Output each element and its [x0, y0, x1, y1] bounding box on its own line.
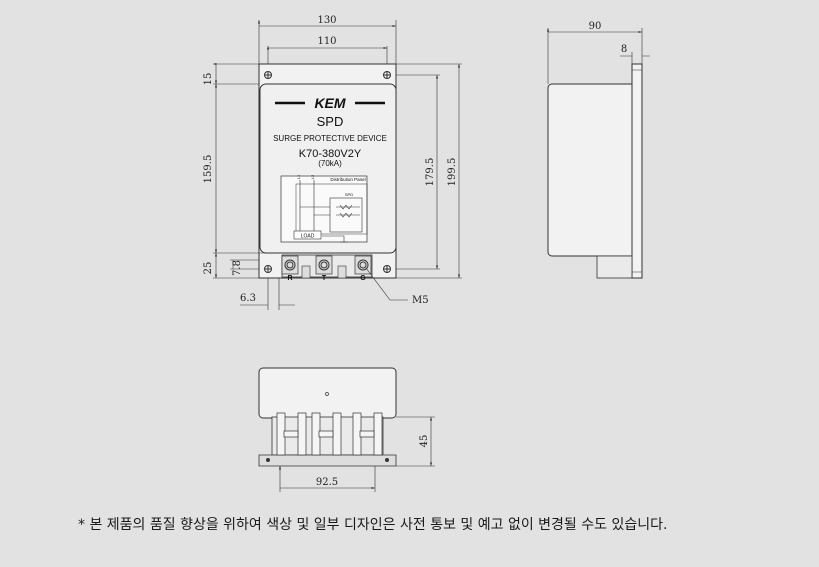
dim-inner-height: 179.5 — [425, 158, 436, 187]
terminal-g-label: G — [360, 275, 366, 282]
terminal-t-label: T — [322, 275, 327, 282]
mount-hole-icon — [266, 458, 389, 462]
rating-label: (70kA) — [318, 159, 342, 168]
schematic-panel-label: Distribution Panel — [330, 177, 365, 182]
terminal-posts — [276, 412, 383, 456]
mount-screw-icon — [264, 71, 391, 273]
dim-mount-hole-offset: 6.3 — [240, 293, 256, 304]
dim-total-width: 130 — [317, 15, 336, 26]
front-view: KEM SPD SURGE PROTECTIVE DEVICE K70-380V… — [203, 15, 462, 310]
dim-terminal-offset: 7.8 — [232, 260, 243, 276]
terminal-screw-icon — [284, 259, 369, 271]
schematic-load-label: LOAD — [301, 234, 315, 240]
dim-mid-height: 159.5 — [203, 155, 214, 184]
schematic-line-1: L1 — [296, 174, 301, 179]
product-subtitle: SURGE PROTECTIVE DEVICE — [273, 134, 387, 143]
product-name: SPD — [317, 114, 344, 129]
screw-size-label: M5 — [412, 295, 429, 306]
model-number: K70-380V2Y — [299, 148, 362, 160]
dim-bottom-height: 25 — [203, 262, 214, 275]
terminal-r-label: R — [287, 275, 292, 282]
wiring-schematic: Distribution Panel L1 L2 SPD LOAD — [280, 174, 368, 243]
side-view: 90 8 — [548, 21, 650, 279]
dim-top-margin: 15 — [203, 73, 214, 86]
dim-total-height: 199.5 — [447, 158, 458, 187]
dim-bottom-width: 92.5 — [316, 477, 338, 488]
dim-bottom-45: 45 — [419, 435, 430, 448]
schematic-line-2: L2 — [310, 174, 315, 179]
dim-inner-width: 110 — [317, 36, 336, 47]
dim-side-depth: 90 — [589, 21, 602, 32]
brand-logo: KEM — [314, 95, 345, 111]
schematic-spd-label: SPD — [345, 192, 353, 197]
terminal-block: R T G M5 — [281, 254, 429, 306]
footnote-text: * 본 제품의 품질 향상을 위하여 색상 및 일부 디자인은 사전 통보 및 … — [78, 517, 668, 533]
bottom-view: 45 92.5 — [258, 367, 435, 492]
dim-side-step: 8 — [621, 44, 627, 55]
